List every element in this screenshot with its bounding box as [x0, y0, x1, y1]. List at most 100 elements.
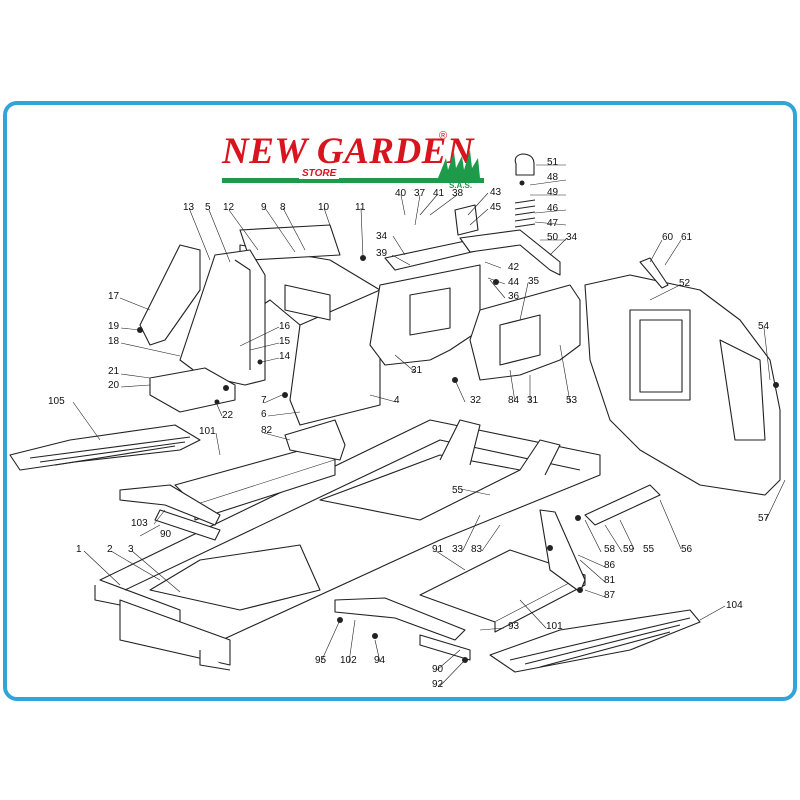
right-footplate	[334, 549, 586, 661]
callout-46: 46	[547, 203, 559, 214]
callout-48: 48	[547, 172, 559, 183]
callout-9: 9	[261, 202, 267, 213]
callout-51: 51	[547, 157, 559, 168]
callout-5: 5	[205, 202, 211, 213]
callout-34-left: 34	[376, 231, 388, 242]
callout-55-upper: 55	[452, 485, 464, 496]
callout-32: 32	[470, 395, 482, 406]
right-floor-mat	[489, 609, 701, 673]
battery-tray	[149, 367, 236, 413]
seat-spring	[514, 153, 536, 228]
callout-37: 37	[414, 188, 426, 199]
side-panel	[179, 249, 266, 386]
callout-47: 47	[547, 218, 559, 229]
callout-102: 102	[340, 655, 357, 666]
callout-93: 93	[508, 621, 520, 632]
callout-56: 56	[681, 544, 693, 555]
callout-35: 35	[528, 276, 540, 287]
side-rail	[584, 484, 661, 526]
callout-105: 105	[48, 396, 65, 407]
callout-21: 21	[108, 366, 120, 377]
callout-57: 57	[758, 513, 770, 524]
callout-40: 40	[395, 188, 407, 199]
callout-22: 22	[222, 410, 234, 421]
callout-19: 19	[108, 321, 120, 332]
callout-4: 4	[394, 395, 400, 406]
callout-82: 82	[261, 425, 273, 436]
logo-name: NEW GARDEN	[222, 131, 475, 172]
callout-16: 16	[279, 321, 291, 332]
callout-103: 103	[131, 518, 148, 529]
rear-body-cover	[584, 274, 781, 496]
new-garden-logo: NEW GARDEN ® STORE S.A.S.	[222, 130, 492, 190]
callout-36: 36	[508, 291, 520, 302]
hardware-fasteners	[137, 180, 779, 663]
callout-18: 18	[108, 336, 120, 347]
callout-90-left: 90	[160, 529, 172, 540]
callout-84: 84	[508, 395, 520, 406]
callout-41: 41	[433, 188, 445, 199]
callout-54: 54	[758, 321, 770, 332]
side-grille	[139, 244, 201, 346]
callout-15: 15	[279, 336, 291, 347]
callout-3: 3	[128, 544, 134, 555]
callout-1: 1	[76, 544, 82, 555]
logo-store-text: STORE	[299, 168, 340, 179]
callout-60: 60	[662, 232, 674, 243]
callout-94: 94	[374, 655, 386, 666]
callout-13: 13	[183, 202, 195, 213]
lever	[639, 257, 669, 289]
callout-52: 52	[679, 278, 691, 289]
callout-6: 6	[261, 409, 267, 420]
callout-101-right: 101	[546, 621, 563, 632]
callout-53: 53	[566, 395, 578, 406]
callout-81: 81	[604, 575, 616, 586]
logo-registered-mark: ®	[439, 130, 448, 142]
side-bracket	[539, 509, 586, 593]
front-bracket	[284, 419, 346, 461]
logo-green-bar	[222, 178, 484, 183]
callout-95: 95	[315, 655, 327, 666]
callout-11: 11	[355, 202, 366, 213]
left-footplate	[119, 444, 336, 541]
callout-90-right: 90	[432, 664, 444, 675]
callout-45: 45	[490, 202, 502, 213]
callout-7: 7	[261, 395, 267, 406]
callout-55-lower: 55	[643, 544, 655, 555]
callout-49: 49	[547, 187, 559, 198]
callout-59: 59	[623, 544, 635, 555]
callout-12: 12	[223, 202, 235, 213]
callout-31-right: 31	[527, 395, 539, 406]
callout-50: 50	[547, 232, 559, 243]
callout-2: 2	[107, 544, 113, 555]
callout-86: 86	[604, 560, 616, 571]
callout-33: 33	[452, 544, 464, 555]
callout-20: 20	[108, 380, 120, 391]
callout-42: 42	[508, 262, 520, 273]
chassis-frame	[94, 419, 601, 671]
callout-91: 91	[432, 544, 444, 555]
callout-39: 39	[376, 248, 388, 259]
left-floor-mat	[9, 424, 201, 471]
callout-104: 104	[726, 600, 743, 611]
callout-14: 14	[279, 351, 291, 362]
logo-sas-text: S.A.S.	[449, 181, 473, 190]
callout-87: 87	[604, 590, 616, 601]
rear-panel-left	[369, 264, 481, 366]
callout-43: 43	[490, 187, 502, 198]
callout-44: 44	[508, 277, 520, 288]
callout-8: 8	[280, 202, 286, 213]
leader-lines	[72, 164, 786, 687]
seat-bracket	[384, 204, 561, 276]
rear-panel-right	[469, 284, 581, 381]
callout-17: 17	[108, 291, 120, 302]
callout-38: 38	[452, 188, 464, 199]
callout-34-right: 34	[566, 232, 578, 243]
callout-31-left: 31	[411, 365, 423, 376]
callout-101-left: 101	[199, 426, 216, 437]
callout-83: 83	[471, 544, 483, 555]
callout-10: 10	[318, 202, 330, 213]
callout-61: 61	[681, 232, 693, 243]
console-housing	[239, 224, 381, 426]
